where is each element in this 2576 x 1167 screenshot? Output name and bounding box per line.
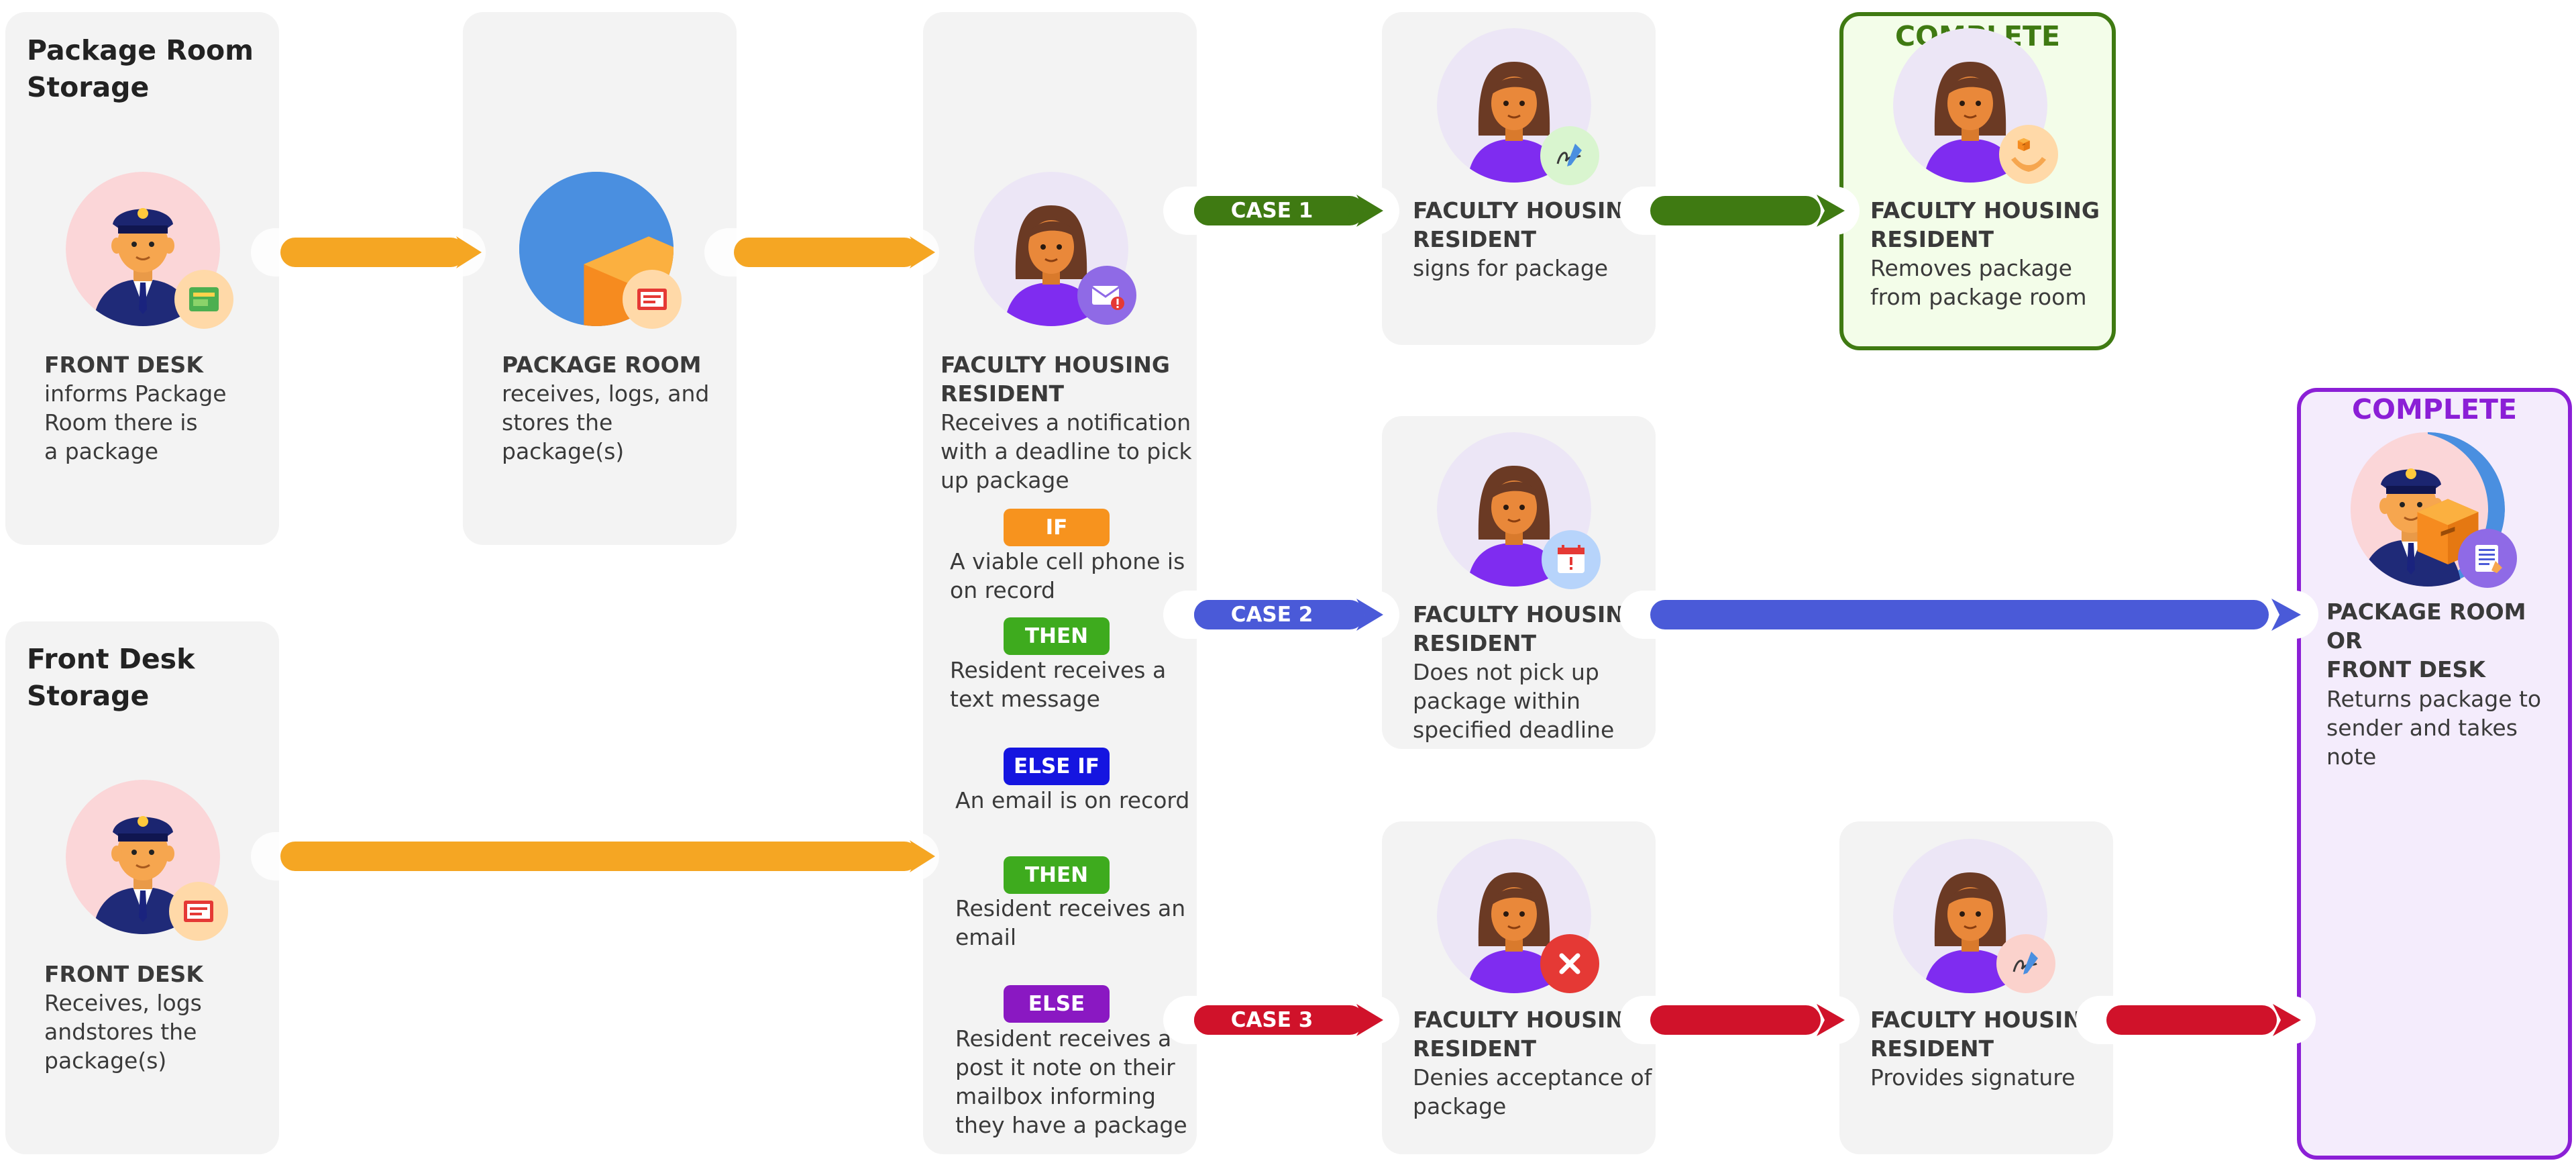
if-tag: IF — [1004, 509, 1110, 546]
else-if-tag: ELSE IF — [1004, 748, 1110, 785]
flow-arrow — [251, 225, 486, 279]
case3-label: CASE 3 — [1194, 1005, 1350, 1035]
then-tag: THEN — [1004, 617, 1110, 655]
front-desk-inform-desc: informs Package Room there is a package — [44, 380, 227, 464]
return-to-sender-desc: Returns package to sender and takes note — [2326, 686, 2542, 770]
package-label-icon — [623, 270, 682, 329]
notes-icon — [2458, 529, 2517, 588]
deny-x-icon — [1540, 934, 1599, 993]
package-label-icon — [169, 882, 228, 941]
resident-role: FACULTY HOUSING RESIDENT — [1870, 197, 2100, 252]
else-tag: ELSE — [1004, 985, 1110, 1023]
case2-no-pickup-desc: Does not pick up package within specifie… — [1413, 659, 1615, 743]
front-desk-role: FRONT DESK — [44, 961, 203, 987]
then-email-text: Resident receives an email — [955, 895, 1186, 950]
front-desk-receive-desc: Receives, logs andstores the package(s) — [44, 990, 202, 1074]
package-room-desc: receives, logs, and stores the package(s… — [502, 380, 710, 464]
package-in-hands-icon — [1999, 125, 2058, 184]
flow-arrow — [704, 225, 939, 279]
case2-to-return-arrow — [1619, 588, 2318, 642]
resident-role: FACULTY HOUSING RESIDENT — [1413, 1007, 1642, 1062]
then-text-message: Resident receives a text message — [950, 657, 1167, 712]
signature-icon — [1540, 126, 1599, 185]
package-notice-icon — [174, 270, 233, 329]
else-post-it-text: Resident receives a post it note on thei… — [955, 1025, 1187, 1138]
resident-role: FACULTY HOUSING RESIDENT — [941, 352, 1170, 407]
front-desk-role: FRONT DESK — [44, 352, 203, 378]
flow-arrow — [251, 829, 939, 883]
resident-role: FACULTY HOUSING RESIDENT — [1413, 601, 1642, 656]
resident-notify-desc: Receives a notification with a deadline … — [941, 409, 1192, 493]
calendar-alert-icon — [1542, 530, 1601, 589]
package-room-or-front-desk-role: PACKAGE ROOM OR FRONT DESK — [2326, 599, 2526, 682]
then-tag: THEN — [1004, 856, 1110, 894]
case3-to-signature-arrow — [1619, 993, 1860, 1047]
resident-role: FACULTY HOUSING RESIDENT — [1870, 1007, 2100, 1062]
resident-role: FACULTY HOUSING RESIDENT — [1413, 197, 1642, 252]
case1-to-complete-arrow — [1619, 184, 1860, 238]
case3-signature-desc: Provides signature — [1870, 1064, 2076, 1090]
else-if-condition-text: An email is on record — [955, 787, 1190, 813]
case2-label: CASE 2 — [1194, 600, 1350, 629]
if-condition-text: A viable cell phone is on record — [950, 548, 1185, 603]
case3-denies-desc: Denies acceptance of package — [1413, 1064, 1652, 1119]
email-alert-icon — [1077, 266, 1136, 325]
case1-signs-desc: signs for package — [1413, 255, 1609, 281]
signature-icon — [1996, 934, 2055, 993]
package-room-storage-title: Package Room Storage — [27, 34, 254, 103]
complete-purple-title: COMPLETE — [2352, 393, 2517, 425]
case3-to-return-arrow — [2076, 993, 2316, 1047]
case1-label: CASE 1 — [1194, 196, 1350, 225]
case1-removes-desc: Removes package from package room — [1870, 255, 2087, 310]
front-desk-storage-title: Front Desk Storage — [27, 643, 195, 712]
package-room-role: PACKAGE ROOM — [502, 352, 702, 378]
